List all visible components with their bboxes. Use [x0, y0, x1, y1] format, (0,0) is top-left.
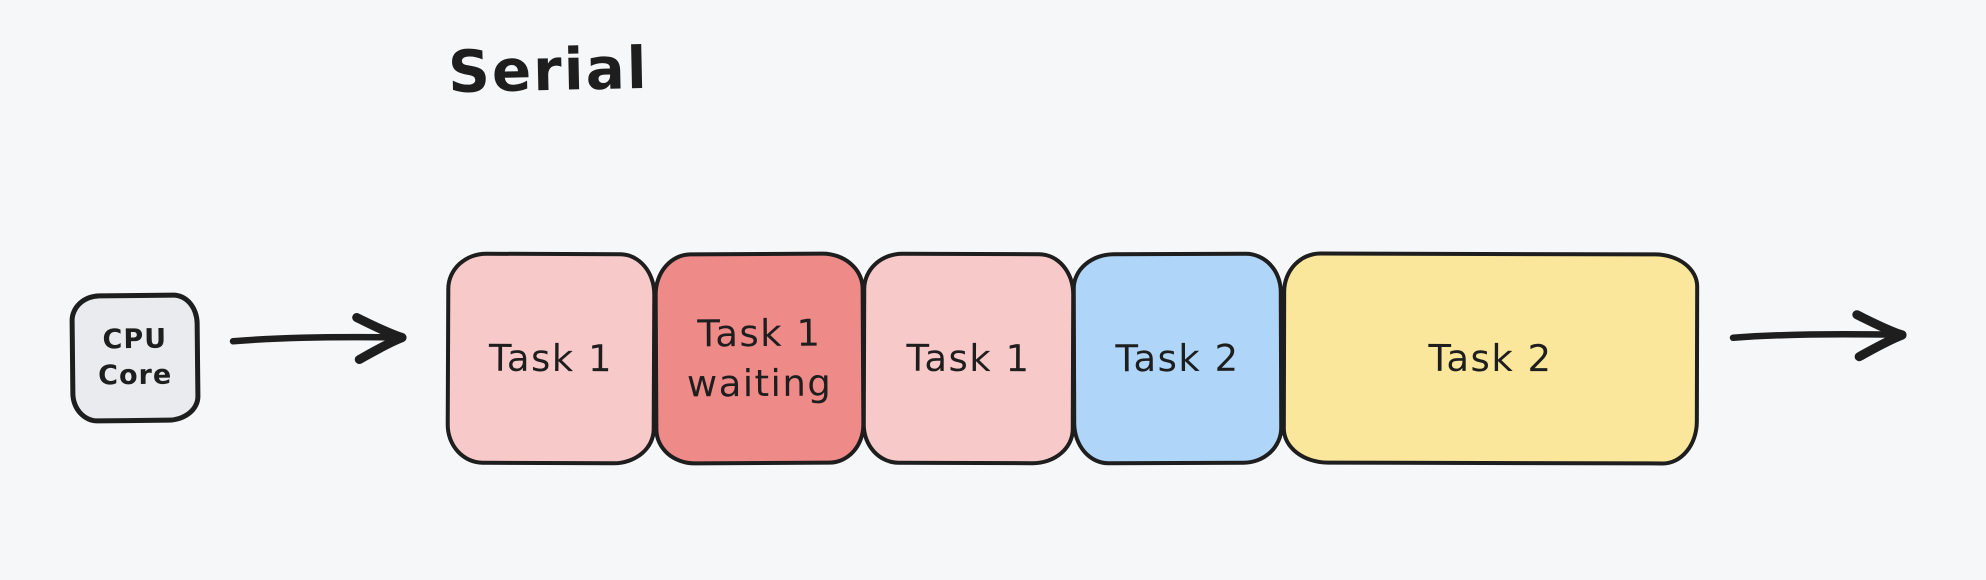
task-block-label: Task 1 [906, 336, 1031, 380]
task-block-task1-resumed: Task 1 [861, 251, 1076, 466]
cpu-core-label: CPU Core [98, 323, 173, 392]
task-block-task2-yellow: Task 2 [1281, 251, 1700, 466]
task-block-label: Task 2 [1428, 336, 1553, 380]
cpu-core-box: CPU Core [69, 292, 201, 424]
task-block-label: Task 2 [1115, 336, 1240, 380]
task-block-label: Task 1 [488, 336, 614, 380]
output-right-arrow-icon [1729, 310, 1907, 362]
task-block-label: Task 1 waiting [686, 311, 833, 405]
task-block-task1-waiting: Task 1 waiting [653, 251, 866, 466]
task-block-task2-blue: Task 2 [1071, 251, 1284, 466]
task-block-task1: Task 1 [445, 251, 657, 466]
input-right-arrow-icon [229, 313, 407, 365]
diagram-title: Serial [447, 33, 650, 107]
